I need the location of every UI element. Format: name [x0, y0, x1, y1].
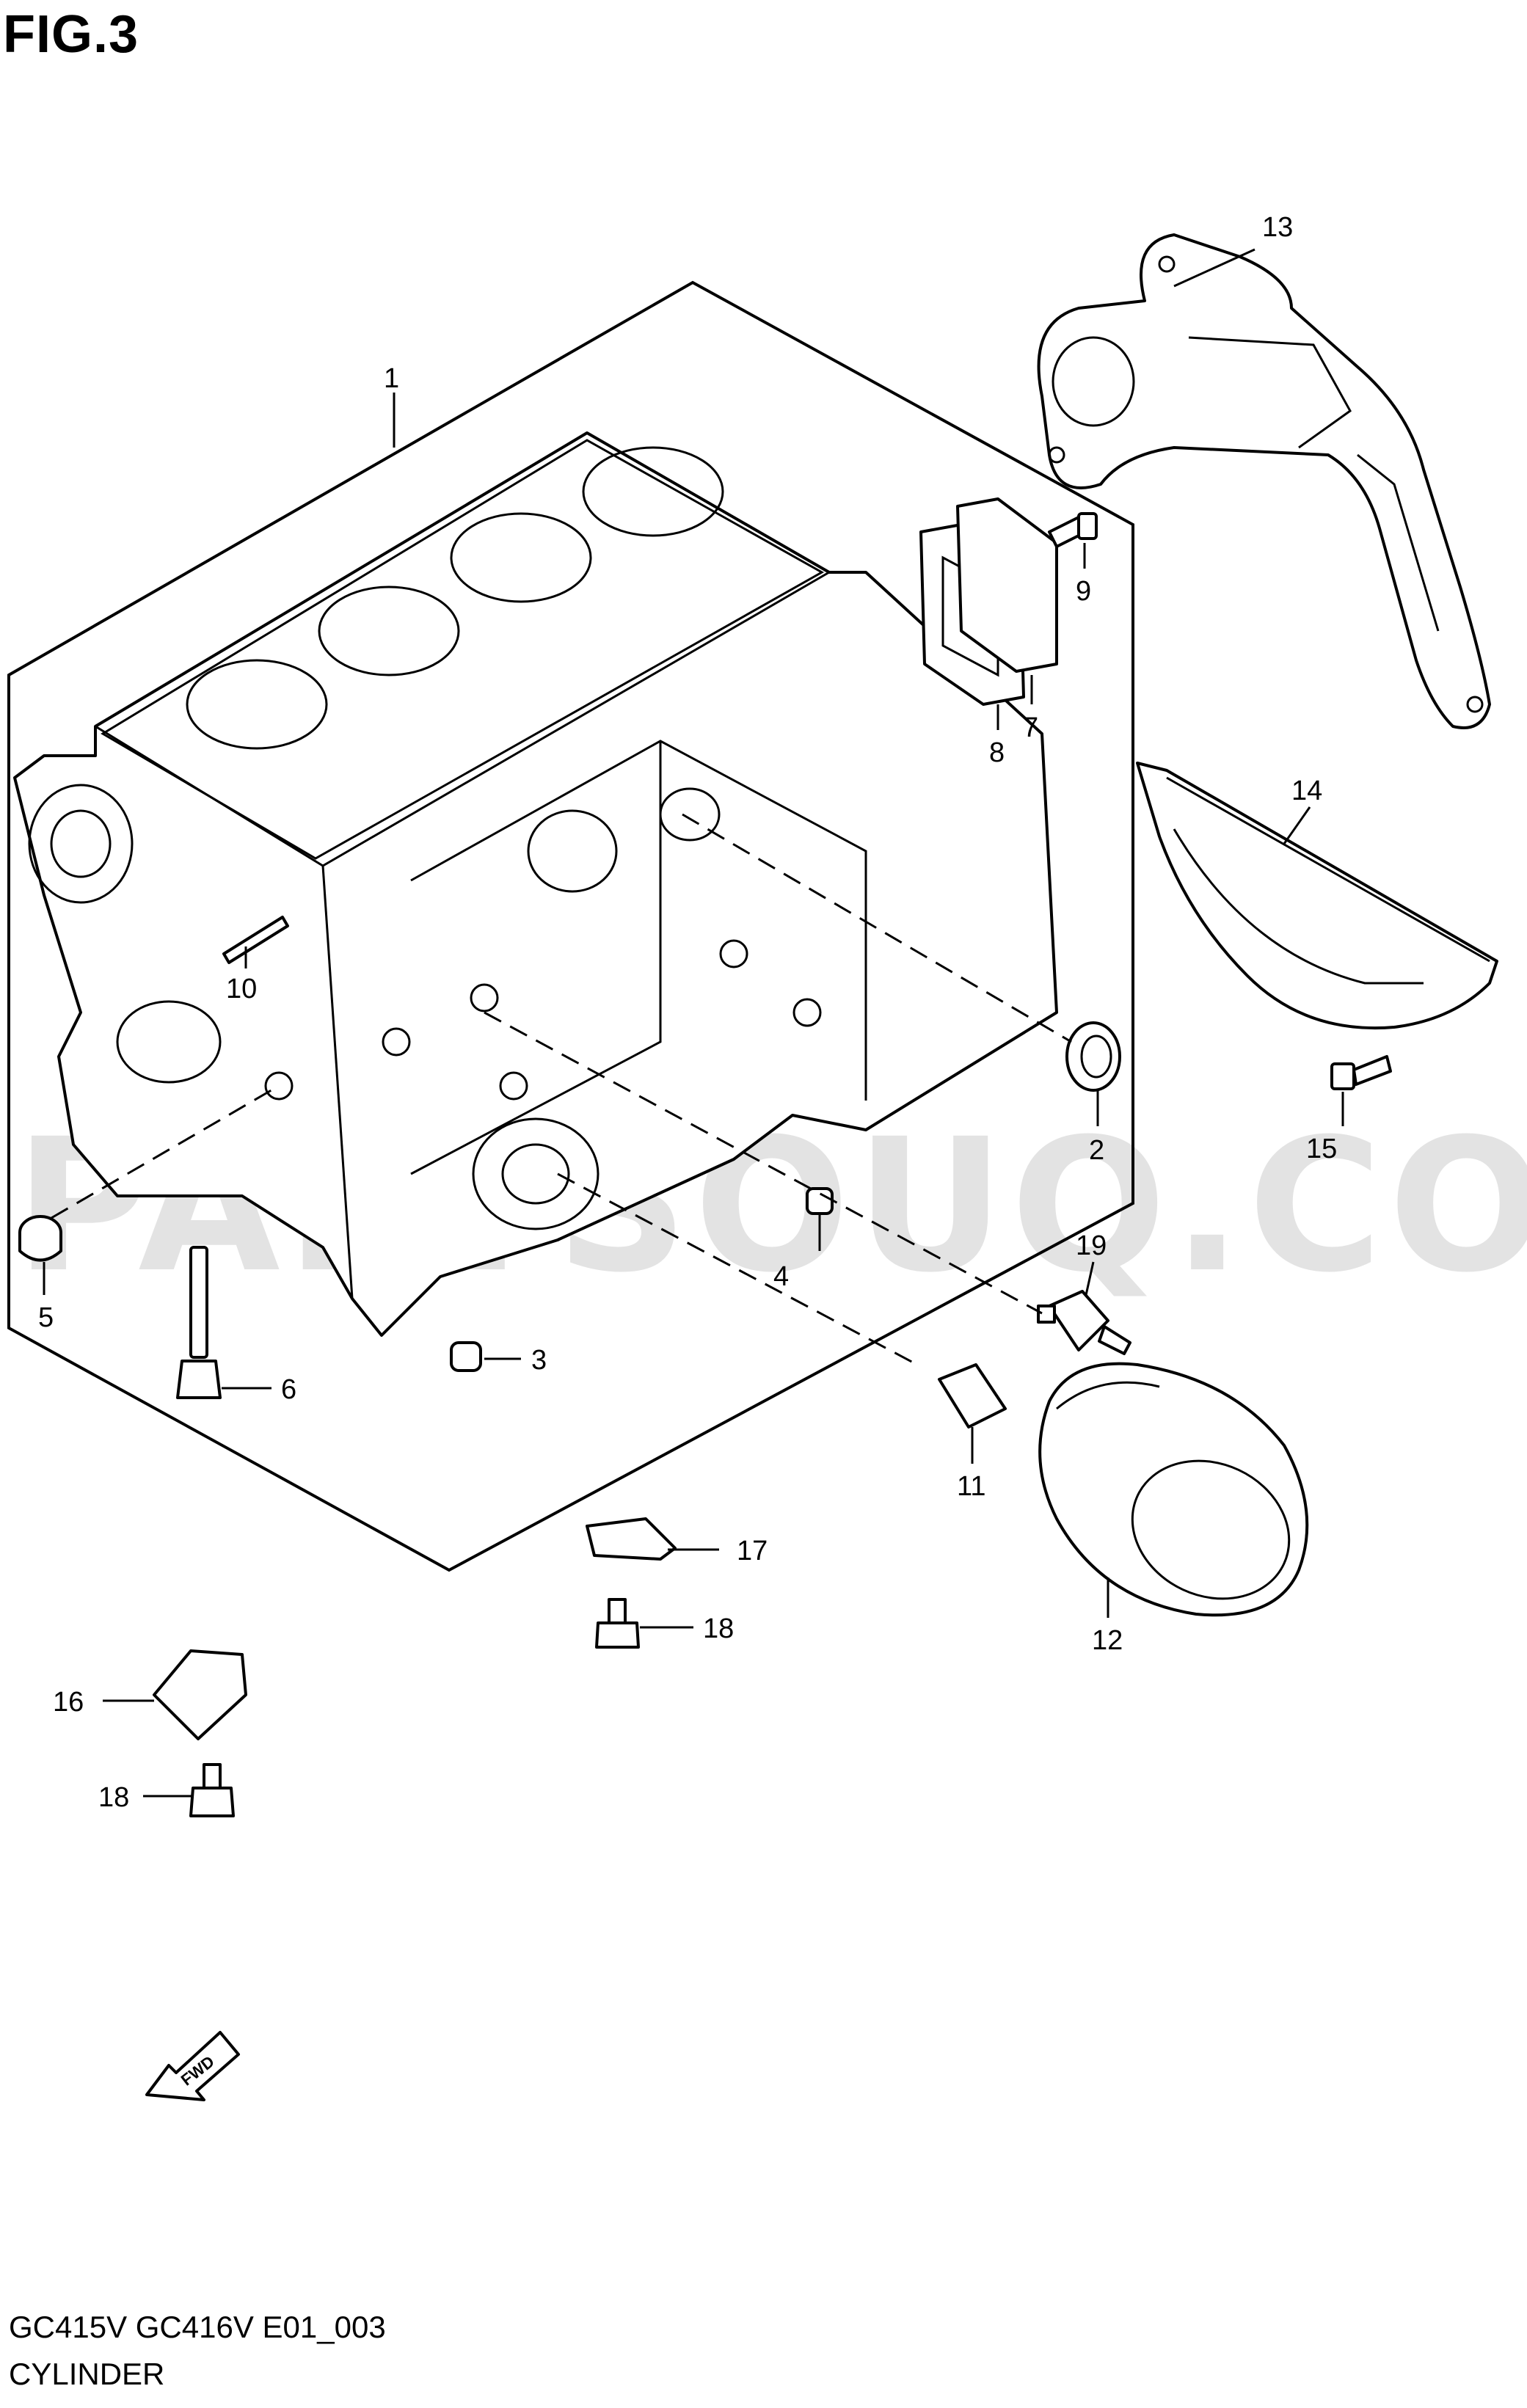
callout-10: 10 — [226, 974, 257, 1004]
bracket-16[interactable] — [153, 1649, 247, 1740]
bolt-6[interactable] — [176, 1246, 222, 1399]
callout-18-upper: 18 — [703, 1613, 734, 1644]
section-name: CYLINDER — [9, 2357, 165, 2391]
figure-title: FIG.3 — [3, 5, 139, 64]
centerline-plug-5 — [51, 1084, 280, 1219]
centerline-pressure-switch — [484, 1011, 1043, 1315]
callout-11: 11 — [957, 1471, 985, 1502]
oil-seal[interactable] — [1065, 1021, 1121, 1092]
oil-filter[interactable] — [1038, 1362, 1312, 1624]
callout-16: 16 — [53, 1687, 84, 1718]
callout-9: 9 — [1076, 576, 1091, 607]
leader-13 — [1173, 248, 1256, 288]
callout-18-lower: 18 — [98, 1782, 129, 1813]
oil-baffle-plate[interactable] — [1136, 762, 1498, 1030]
bolt-9[interactable] — [1048, 512, 1098, 548]
cylinder-block[interactable] — [13, 431, 1058, 1337]
callout-8: 8 — [989, 737, 1005, 768]
bracket-17[interactable] — [586, 1517, 677, 1561]
centerline-oil-seal — [682, 813, 1072, 1043]
bolt-15[interactable] — [1330, 1055, 1392, 1090]
model-code: GC415V GC416V E01_003 — [9, 2310, 386, 2344]
bolt-10[interactable] — [222, 916, 289, 964]
plug-5[interactable] — [18, 1215, 62, 1262]
callout-4: 4 — [773, 1261, 789, 1292]
callout-17: 17 — [737, 1536, 768, 1566]
callout-5: 5 — [38, 1302, 54, 1333]
callout-7: 7 — [1023, 712, 1038, 743]
centerline-oil-filter — [557, 1172, 918, 1366]
union-stud[interactable] — [938, 1363, 1007, 1429]
callout-15: 15 — [1306, 1134, 1337, 1164]
oil-pressure-switch[interactable] — [1037, 1290, 1131, 1355]
callout-14: 14 — [1291, 776, 1322, 806]
callout-6: 6 — [281, 1374, 296, 1405]
callout-3: 3 — [531, 1345, 547, 1376]
callout-2: 2 — [1089, 1135, 1104, 1166]
callout-13: 13 — [1262, 212, 1293, 243]
plug-3[interactable] — [450, 1341, 482, 1372]
callout-12: 12 — [1092, 1625, 1123, 1656]
outlet-plate[interactable] — [956, 497, 1058, 673]
callout-1: 1 — [384, 363, 399, 394]
bolt-18-lower[interactable] — [189, 1763, 235, 1817]
leader-19 — [1085, 1261, 1095, 1296]
forward-direction-arrow: FWD — [145, 2031, 240, 2101]
bolt-18-upper[interactable] — [595, 1598, 640, 1649]
plug-4[interactable] — [806, 1187, 834, 1215]
block-assembly-frame — [7, 280, 1134, 1572]
callout-19: 19 — [1076, 1230, 1107, 1261]
leader-14 — [1283, 806, 1311, 844]
engine-mount-bracket[interactable] — [1037, 233, 1491, 729]
